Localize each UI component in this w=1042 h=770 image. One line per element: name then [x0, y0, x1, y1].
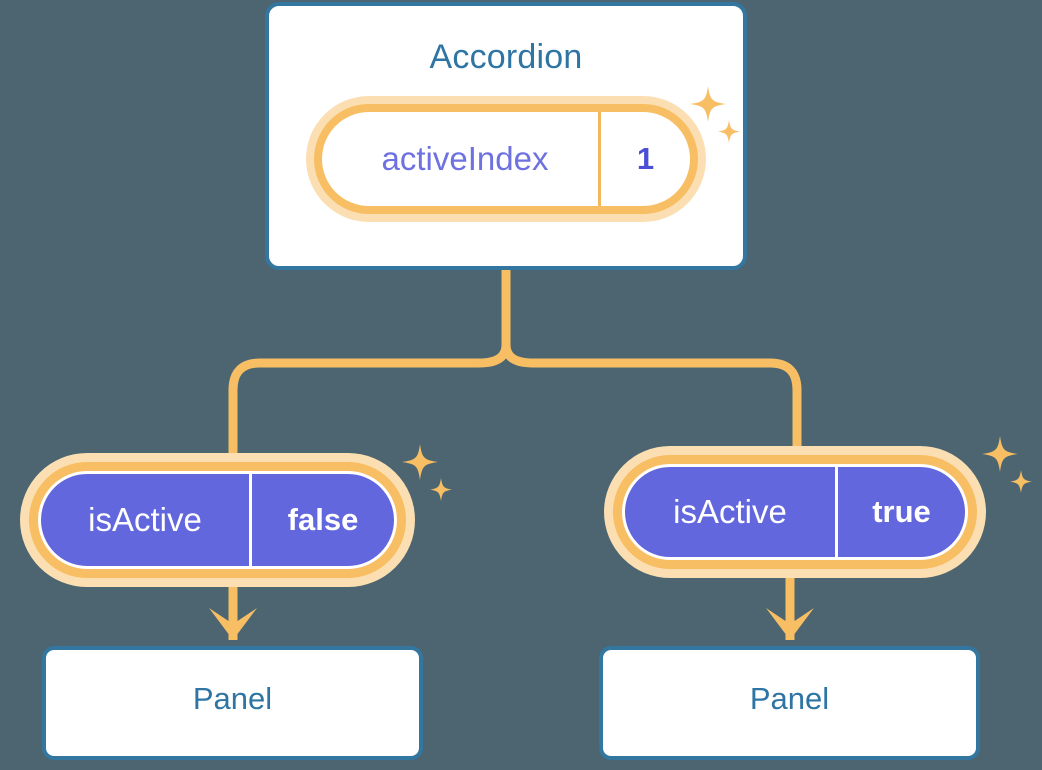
sparkle-icon — [402, 444, 452, 501]
arrow-left-group — [209, 585, 257, 640]
badge-value: 1 — [598, 112, 690, 206]
badge-key: isActive — [88, 501, 202, 538]
state-badge-activeindex[interactable]: activeIndex 1 — [306, 96, 706, 222]
badge-body: activeIndex 1 — [322, 112, 690, 206]
branch-left-line — [228, 344, 511, 460]
state-badge-isactive-false[interactable]: isActive false — [20, 453, 415, 587]
badge-body: isActive false — [38, 471, 397, 569]
page-title: Accordion — [429, 38, 583, 76]
node-panel-right[interactable]: Panel — [599, 646, 980, 760]
arrow-down-icon — [766, 608, 814, 640]
badge-key: isActive — [673, 493, 787, 530]
badge-value: true — [835, 467, 965, 557]
panel-label: Panel — [192, 681, 273, 716]
sparkle-icon — [982, 436, 1032, 493]
badge-value: false — [249, 474, 394, 566]
arrow-right-group — [766, 578, 814, 640]
panel-label: Panel — [749, 681, 830, 716]
arrow-down-icon — [209, 608, 257, 640]
badge-body: isActive true — [622, 464, 968, 560]
badge-key: activeIndex — [381, 140, 549, 177]
sparkle-icon — [690, 86, 740, 143]
branch-right-line — [501, 344, 802, 455]
node-panel-left[interactable]: Panel — [42, 646, 423, 760]
state-badge-isactive-true[interactable]: isActive true — [604, 446, 986, 578]
